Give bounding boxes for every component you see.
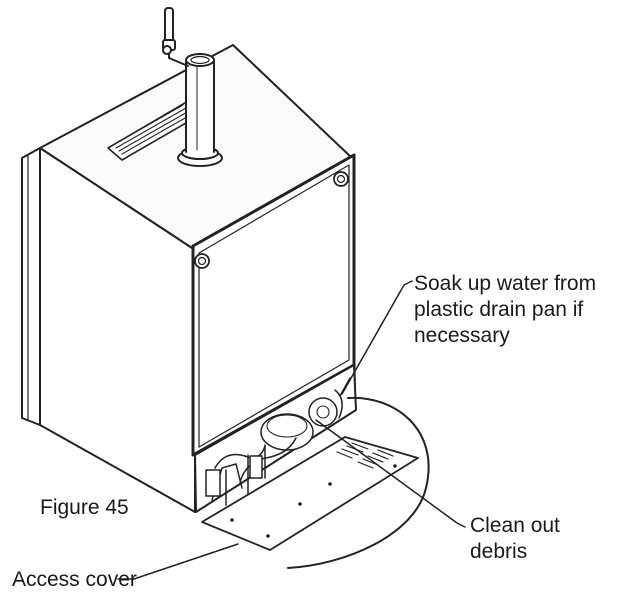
machine-compartment: [194, 364, 357, 513]
callout-soak-line-1: Soak up water from: [414, 272, 597, 295]
side-panel: [21, 147, 41, 426]
leader-lines: [117, 280, 466, 580]
tap-tower: [177, 53, 223, 167]
callout-soak-up-water: Soak up water from plastic drain pan if …: [414, 271, 596, 349]
callout-clean-out-debris: Clean out debris: [470, 513, 560, 565]
callout-clean-line-1: Clean out: [470, 514, 560, 537]
callout-access-cover: Access cover: [12, 568, 137, 591]
callout-soak-line-3: necessary: [414, 324, 510, 347]
access-cover-plate: [201, 436, 419, 551]
detail-loop: [287, 396, 430, 569]
callout-clean-line-2: debris: [470, 540, 528, 563]
figure-caption: Figure 45: [40, 496, 129, 519]
callout-soak-line-2: plastic drain pan if: [414, 298, 584, 321]
faucet: [162, 7, 189, 67]
